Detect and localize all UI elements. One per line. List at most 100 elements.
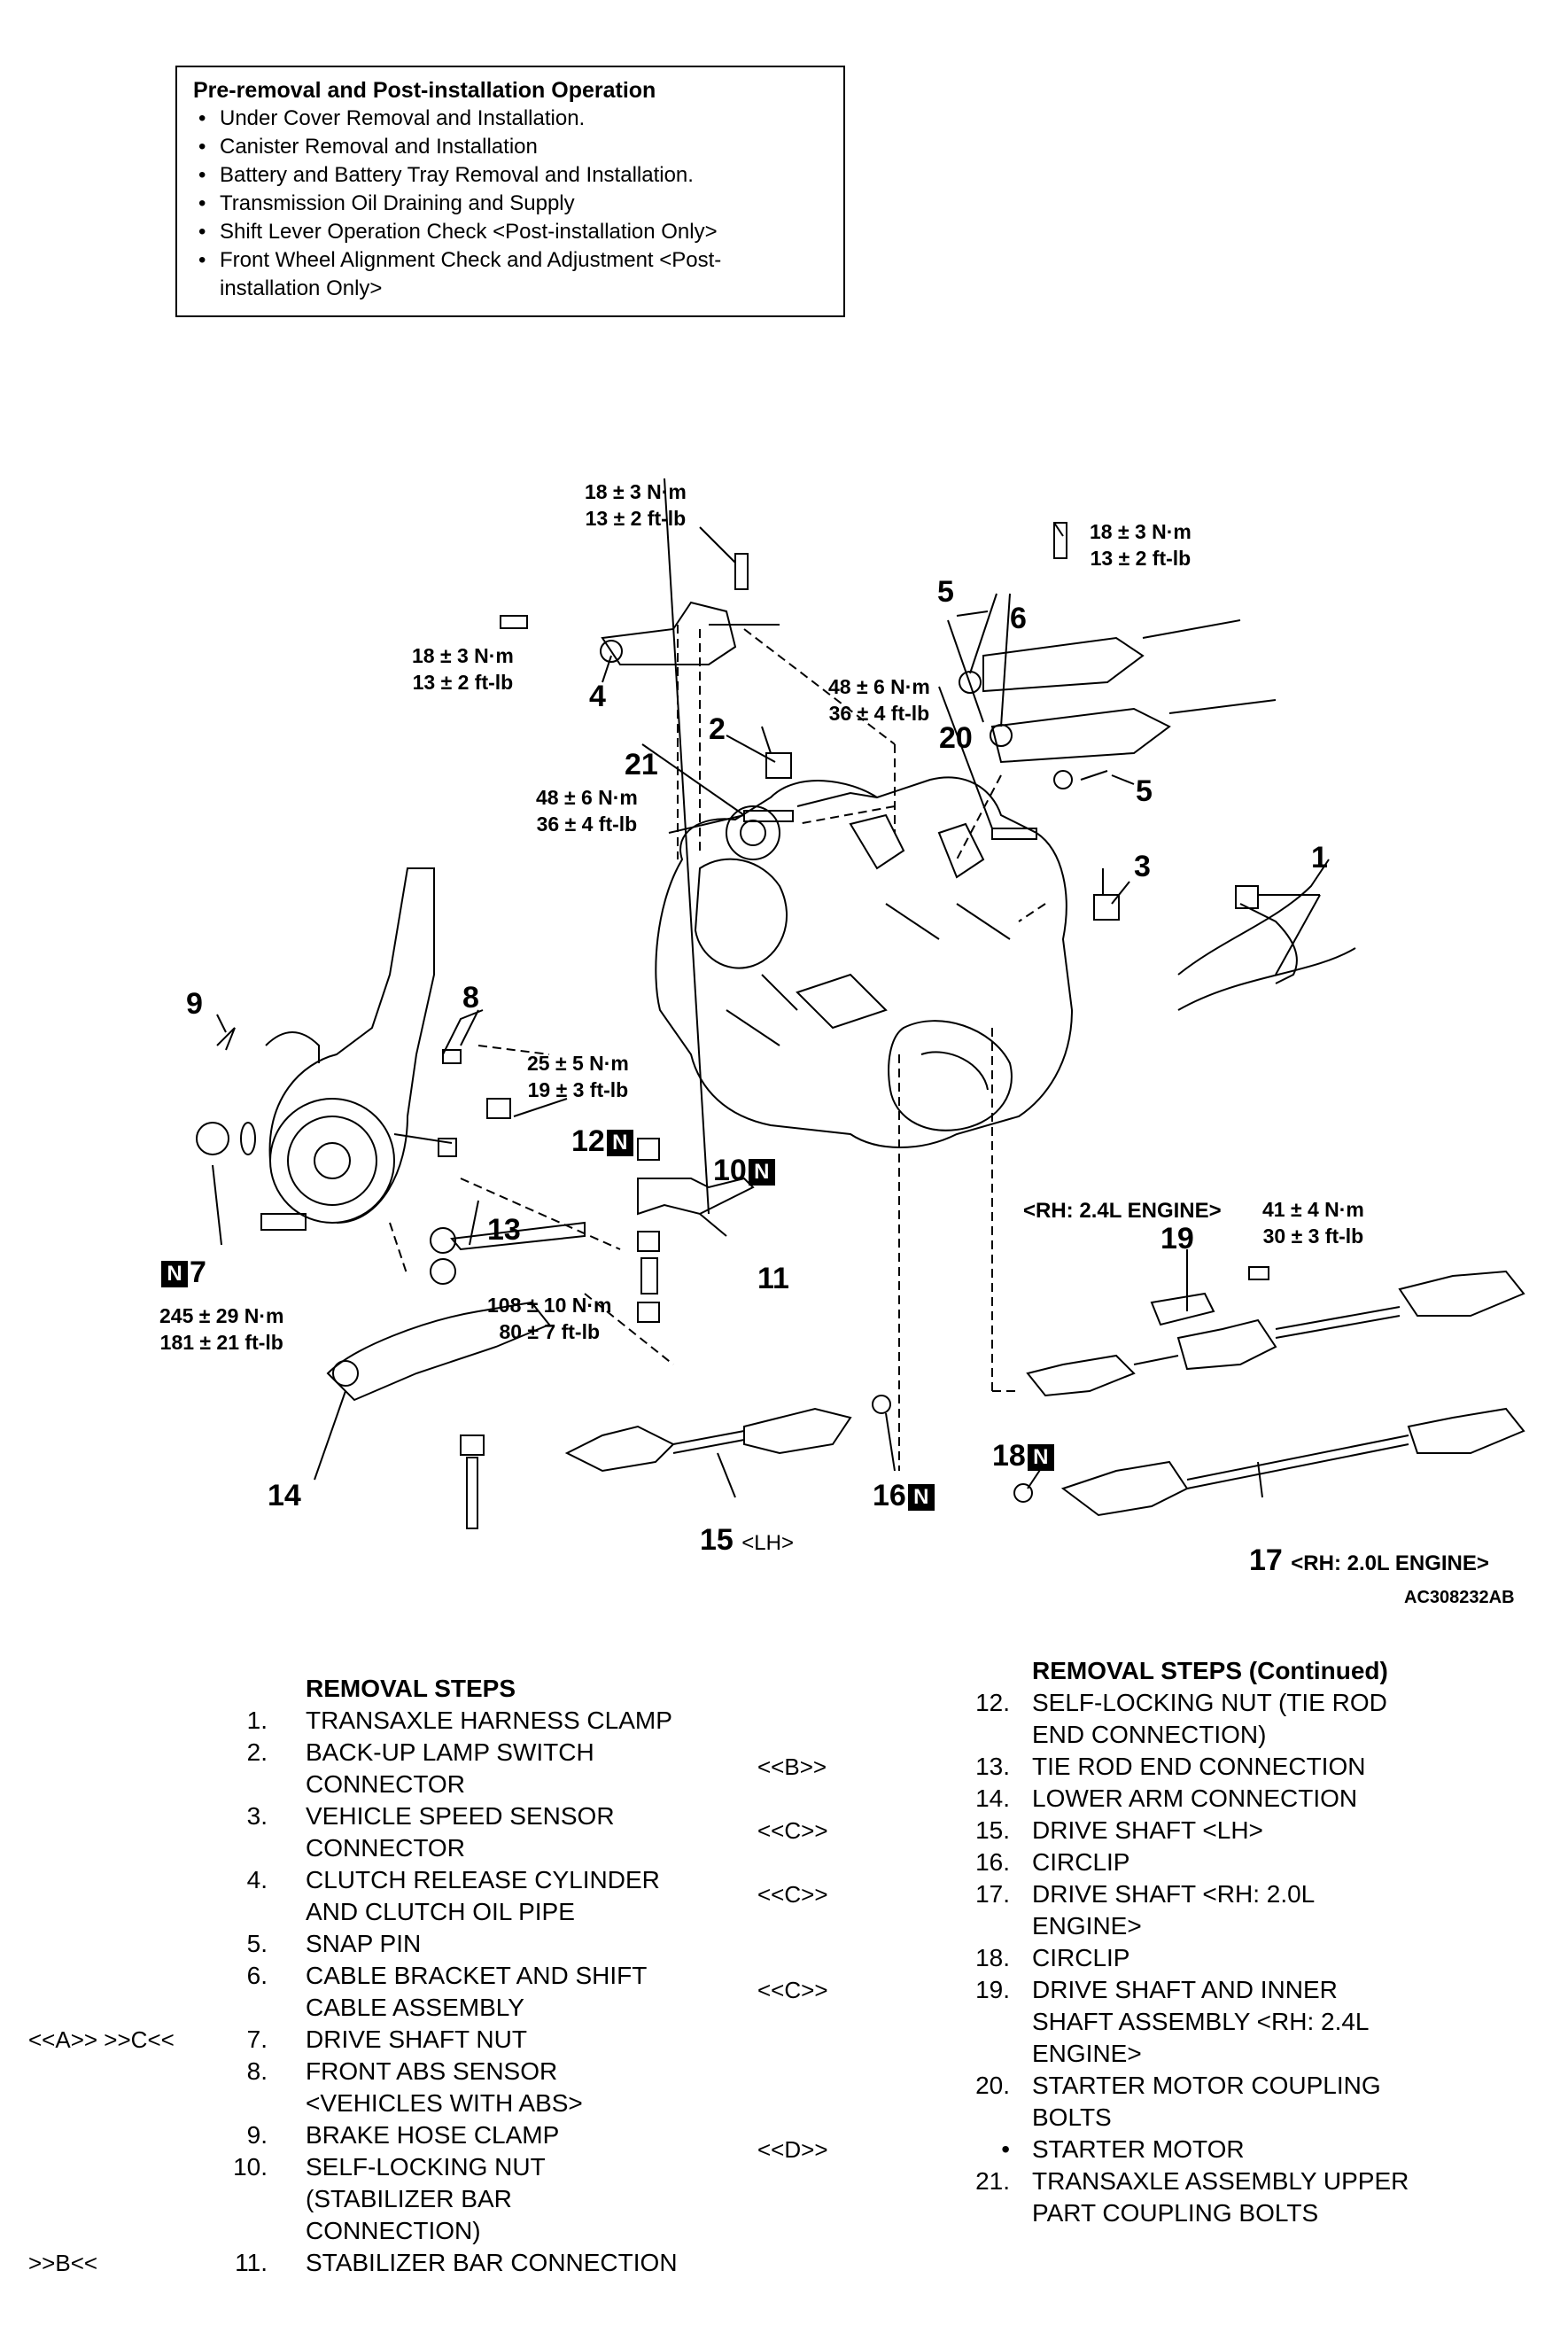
step-number: 8. [246,2057,268,2085]
pre-removal-list: Under Cover Removal and Installation. Ca… [193,105,827,303]
step-number: • [1001,2135,1010,2163]
callout-6: 6 [1010,602,1027,635]
step-text: CLUTCH RELEASE CYLINDER [306,1866,660,1893]
step-text: CONNECTION) [306,2217,481,2244]
step-number: 1. [246,1707,268,1734]
diagram-drawing [196,478,1525,1529]
callout-17: 17 <RH: 2.0L ENGINE> [1249,1543,1489,1577]
step-number: 12. [975,1689,1010,1716]
callout-1: 1 [1311,841,1328,875]
step-code: <<C>> [757,1817,828,1844]
transaxle-body [655,776,1074,1148]
step-text: SELF-LOCKING NUT (TIE ROD [1032,1689,1387,1716]
step-text: (STABILIZER BAR [306,2185,512,2212]
step-code: <<C>> [757,1977,828,2003]
step-text: END CONNECTION) [1032,1721,1267,1748]
step-code: <<A>> >>C<< [28,2026,175,2053]
new-part-badge: N [161,1261,188,1288]
pre-item-5: Shift Lever Operation Check <Post-instal… [193,218,827,246]
callout-20: 20 [939,721,973,755]
new-part-badge: N [748,1159,775,1186]
drive-shaft-rh24-drawing [1026,1266,1525,1397]
callout-15: 15 <LH> [700,1523,794,1557]
step-text: BACK-UP LAMP SWITCH [306,1738,594,1766]
step-number: 6. [246,1962,268,1989]
callout-14: 14 [268,1479,301,1512]
step-text: TRANSAXLE HARNESS CLAMP [306,1707,672,1734]
pre-item-3: Battery and Battery Tray Removal and Ins… [193,161,827,190]
step-text: STABILIZER BAR CONNECTION [306,2249,678,2276]
step-text: PART COUPLING BOLTS [1032,2199,1319,2227]
step-number: 4. [246,1866,268,1893]
figure-code: AC308232AB [1404,1588,1515,1607]
step-text: BOLTS [1032,2103,1112,2131]
step-number: 2. [246,1738,268,1766]
step-number: 3. [246,1802,268,1830]
step-text: SNAP PIN [306,1930,422,1957]
step-text: SELF-LOCKING NUT [306,2153,546,2181]
step-text: LOWER ARM CONNECTION [1032,1784,1358,1812]
step-number: 10. [233,2153,268,2181]
step-number: 11. [235,2249,268,2276]
step-text: STARTER MOTOR [1032,2135,1245,2163]
callout-13: 13 [487,1213,521,1247]
step-text: DRIVE SHAFT <LH> [1032,1816,1263,1844]
step-number: 5. [246,1930,268,1957]
step-number: 21. [975,2167,1010,2195]
step-text: TIE ROD END CONNECTION [1032,1753,1366,1780]
step-text: CIRCLIP [1032,1944,1130,1971]
drive-shaft-rh20-drawing [1013,1407,1525,1517]
step-text: FRONT ABS SENSOR [306,2057,558,2085]
pre-item-4: Transmission Oil Draining and Supply [193,190,827,218]
step-text: CONNECTOR [306,1834,465,1862]
step-text: CABLE BRACKET AND SHIFT [306,1962,648,1989]
step-number: 16. [975,1848,1010,1876]
drive-shaft-lh-drawing [564,1395,891,1473]
step-number: 17. [975,1880,1010,1908]
step-text: DRIVE SHAFT AND INNER [1032,1976,1338,2003]
callout-19: 19 [1160,1222,1194,1256]
new-part-badge: N [606,1130,633,1157]
callout-2: 2 [709,712,726,746]
callout-11: 11 [757,1262,789,1295]
step-number: 20. [975,2072,1010,2099]
step-text: ENGINE> [1032,2040,1142,2067]
step-number: 9. [246,2121,268,2149]
step-text: TRANSAXLE ASSEMBLY UPPER [1032,2167,1409,2195]
callout-8: 8 [462,981,479,1015]
step-code: <<D>> [757,2136,828,2163]
step-text: CABLE ASSEMBLY [306,1994,524,2021]
callout-9: 9 [186,987,203,1021]
new-part-badge: N [1027,1444,1054,1472]
step-text: BRAKE HOSE CLAMP [306,2121,560,2149]
step-text: CIRCLIP [1032,1848,1130,1876]
pre-item-6: Front Wheel Alignment Check and Adjustme… [193,246,827,275]
pre-removal-box: Pre-removal and Post-installation Operat… [175,66,845,317]
step-number: 13. [975,1753,1010,1780]
step-code: <<C>> [757,1881,828,1908]
step-text: SHAFT ASSEMBLY <RH: 2.4L [1032,2008,1370,2035]
step-code: <<B>> [757,1753,827,1780]
pre-item-1: Under Cover Removal and Installation. [193,105,827,133]
step-text: DRIVE SHAFT NUT [306,2025,527,2053]
callout-21: 21 [625,748,658,781]
step-number: 18. [975,1944,1010,1971]
callout-5-top: 5 [937,575,954,609]
step-number: 14. [975,1784,1010,1812]
pre-removal-title: Pre-removal and Post-installation Operat… [193,78,656,103]
callout-5-right: 5 [1136,774,1153,808]
callout-3: 3 [1134,850,1151,883]
step-number: 19. [975,1976,1010,2003]
pre-item-6-cont: installation Only> [220,276,383,300]
new-part-badge: N [907,1484,935,1512]
